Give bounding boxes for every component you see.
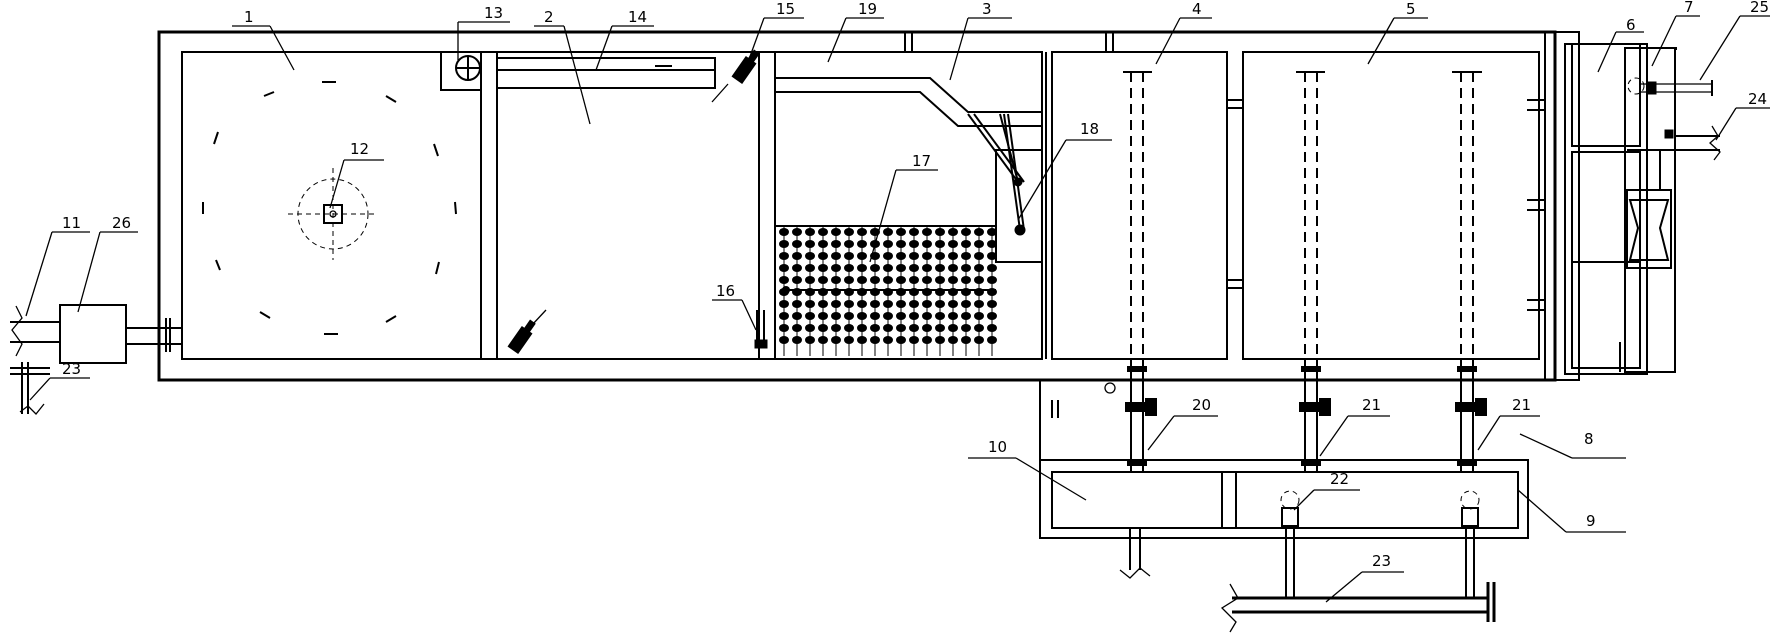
- callout-18: 18: [1017, 120, 1112, 221]
- callout-23b: 23: [1325, 552, 1404, 603]
- callout-16: 16: [712, 282, 757, 331]
- nozzle-15: [507, 49, 760, 354]
- callout-3: 3: [949, 0, 1012, 81]
- riser-flange: [1457, 460, 1477, 466]
- label-1: 1: [244, 8, 254, 26]
- riser-flange: [1127, 460, 1147, 466]
- main-tank-shell: [157, 30, 1557, 382]
- label-20: 20: [1192, 396, 1211, 414]
- label-19: 19: [858, 0, 877, 18]
- callout-11: 11: [25, 214, 90, 317]
- bio-carrier-17: [776, 225, 997, 356]
- callout-10: 10: [968, 438, 1087, 501]
- riser-valve: [1125, 402, 1149, 412]
- label-25: 25: [1750, 0, 1769, 16]
- label-15: 15: [776, 0, 795, 18]
- label-13: 13: [484, 4, 503, 22]
- callout-5: 5: [1367, 0, 1428, 65]
- label-23b: 23: [1372, 552, 1391, 570]
- chamber-7: [1619, 47, 1721, 373]
- chamber-1: [126, 81, 457, 352]
- callout-12: 12: [329, 140, 384, 209]
- riser-flange: [1301, 460, 1321, 466]
- label-11: 11: [62, 214, 81, 232]
- label-23a: 23: [62, 360, 81, 378]
- callout-23a: 23: [29, 360, 90, 401]
- label-21a: 21: [1362, 396, 1381, 414]
- label-21b: 21: [1512, 396, 1531, 414]
- blower-13: [440, 51, 482, 91]
- label-17: 17: [912, 152, 931, 170]
- label-6: 6: [1626, 16, 1636, 34]
- label-9: 9: [1586, 512, 1596, 530]
- label-10: 10: [988, 438, 1007, 456]
- pipe-14: [496, 57, 716, 89]
- callout-25: 25: [1699, 0, 1770, 81]
- callout-15: 15: [747, 0, 804, 63]
- callout-22: 22: [1293, 470, 1360, 511]
- callout-19: 19: [827, 0, 884, 63]
- label-22: 22: [1330, 470, 1349, 488]
- riser-valve-actuator: [1145, 398, 1157, 416]
- callout-21b: 21: [1477, 396, 1540, 451]
- callout-24: 24: [1715, 90, 1770, 141]
- riser-valve: [1455, 402, 1479, 412]
- callout-20: 20: [1147, 396, 1218, 451]
- riser-valve: [1299, 402, 1323, 412]
- callout-2: 2: [534, 8, 591, 125]
- lower-tanks: [1039, 380, 1529, 579]
- riser-flange: [1301, 366, 1321, 372]
- callout-1: 1: [232, 8, 295, 71]
- label-4: 4: [1192, 0, 1202, 18]
- riser-valve-actuator: [1475, 398, 1487, 416]
- device-26-box: [10, 304, 127, 415]
- riser-valves: [1125, 359, 1487, 472]
- label-26: 26: [112, 214, 131, 232]
- label-7: 7: [1684, 0, 1694, 16]
- callout-13: 13: [457, 4, 510, 60]
- chamber-4: [1041, 51, 1228, 360]
- label-18: 18: [1080, 120, 1099, 138]
- callout-21a: 21: [1319, 396, 1390, 457]
- chamber-5: [1227, 51, 1545, 360]
- callout-7: 7: [1651, 0, 1700, 67]
- label-12: 12: [350, 140, 369, 158]
- pumps-22: [1220, 490, 1496, 633]
- label-5: 5: [1406, 0, 1416, 18]
- label-24: 24: [1748, 90, 1767, 108]
- carrier-bar-end: [782, 286, 790, 294]
- callout-6: 6: [1597, 16, 1644, 73]
- label-14: 14: [628, 8, 647, 26]
- chamber-3: [754, 32, 1114, 356]
- riser-valve-actuator: [1319, 398, 1331, 416]
- callout-26: 26: [77, 214, 138, 313]
- chamber-6: [1544, 31, 1648, 381]
- callout-9: 9: [1517, 489, 1626, 533]
- label-3: 3: [982, 0, 992, 18]
- label-2: 2: [544, 8, 554, 26]
- riser-flange: [1127, 366, 1147, 372]
- riser-flange: [1457, 366, 1477, 372]
- label-16: 16: [716, 282, 735, 300]
- label-8: 8: [1584, 430, 1594, 448]
- callout-17: 17: [869, 152, 938, 263]
- callout-14: 14: [595, 8, 654, 71]
- diffuser-ring: [202, 81, 457, 335]
- callout-8: 8: [1519, 430, 1626, 459]
- callout-4: 4: [1155, 0, 1212, 65]
